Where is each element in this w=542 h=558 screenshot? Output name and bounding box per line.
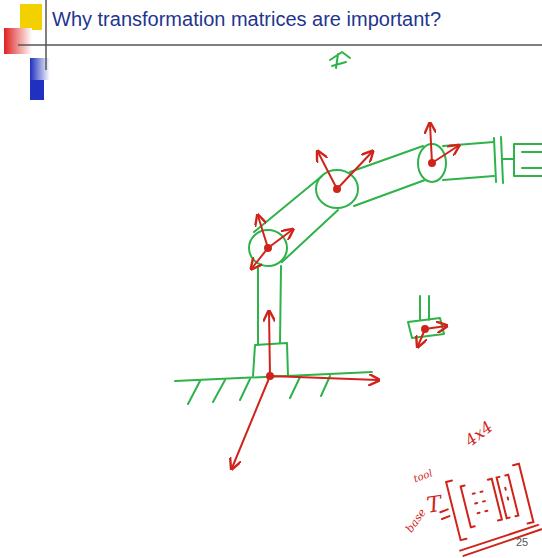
- frame-subscript: tool: [412, 467, 434, 484]
- frames-stroke: [425, 326, 446, 329]
- frames-stroke: [318, 152, 337, 189]
- arm-stroke: [350, 146, 425, 206]
- logo-stroke: [4, 28, 32, 54]
- matrix-stroke: [513, 464, 533, 524]
- matrix-stroke: [461, 486, 475, 528]
- matrix-stroke: [459, 524, 542, 556]
- matrix-stroke: [497, 475, 519, 519]
- arm-stroke: [494, 137, 503, 183]
- arm-stroke: [408, 296, 444, 338]
- logo-stroke: [30, 80, 44, 100]
- logo-stroke: [45, 0, 47, 70]
- matrix-size-note: 4x4: [462, 418, 496, 450]
- page-number: 25: [516, 536, 528, 548]
- frame-subscript: base: [404, 507, 429, 535]
- logo-stroke: [30, 58, 50, 80]
- frames-stroke: [430, 124, 432, 163]
- frames-stroke: [270, 376, 378, 380]
- arm-stroke: [503, 144, 542, 176]
- matrix-stroke: [446, 480, 466, 540]
- frames-stroke: [269, 312, 270, 376]
- arm-stroke: [443, 142, 494, 180]
- arm-stroke: [330, 52, 350, 68]
- logo-stroke: [18, 44, 542, 46]
- logo-stroke: [20, 4, 42, 30]
- frames-stroke: [258, 216, 268, 248]
- arm-sketch: [175, 52, 542, 404]
- frames-stroke: [268, 230, 292, 248]
- frames-stroke: [232, 376, 270, 468]
- frames-stroke: [418, 329, 425, 346]
- matrix-sketch: [434, 462, 542, 558]
- frames-sketch: [232, 124, 458, 468]
- frames-stroke: [432, 146, 458, 163]
- slide-title: Why transformation matrices are importan…: [52, 8, 441, 30]
- logo-sketch: [4, 0, 542, 100]
- frames-stroke: [337, 152, 372, 189]
- matrix-stroke: [473, 491, 488, 513]
- arm-stroke: [188, 376, 330, 404]
- frames-stroke: [252, 248, 268, 268]
- matrix-stroke: [488, 479, 502, 521]
